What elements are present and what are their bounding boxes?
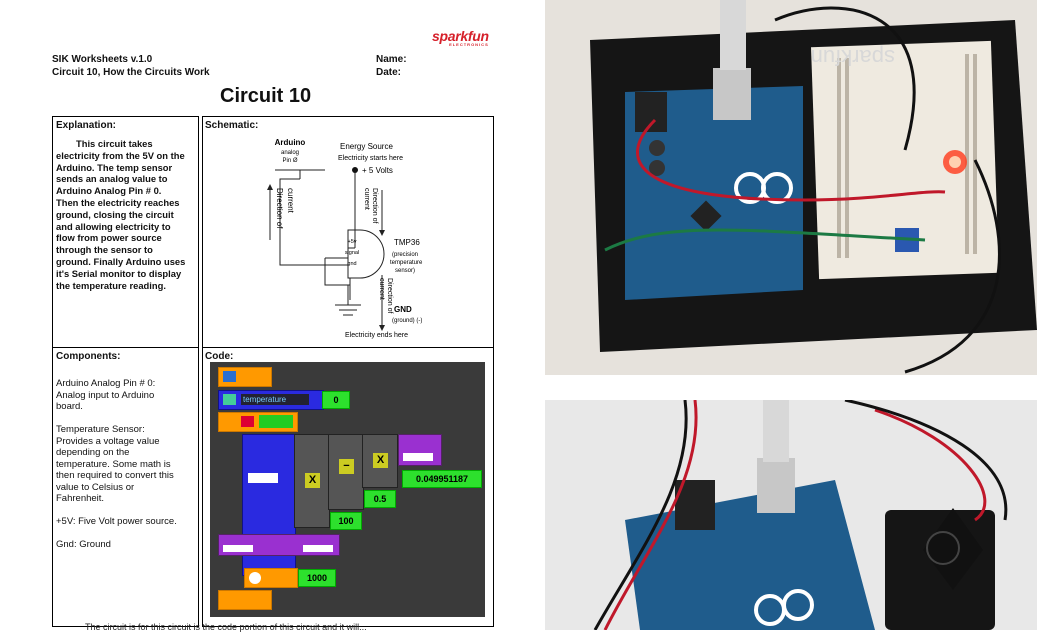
svg-text:current: current <box>363 188 370 210</box>
value-hundred[interactable]: 100 <box>330 512 362 530</box>
name-date-block: Name: Date: <box>376 53 407 79</box>
serial-print-block <box>218 534 340 556</box>
svg-text:temperature: temperature <box>390 260 423 266</box>
svg-text:sensor): sensor) <box>395 268 415 274</box>
svg-text:Electricity starts here: Electricity starts here <box>338 155 403 162</box>
svg-text:Direction of: Direction of <box>371 188 378 223</box>
date-label: Date: <box>376 67 402 78</box>
value-half[interactable]: 0.5 <box>364 490 396 508</box>
components-cell <box>52 347 199 627</box>
svg-text:Arduino: Arduino <box>275 138 306 147</box>
setup-block <box>218 367 272 387</box>
explanation-text: This circuit takes electricity from the … <box>56 138 186 291</box>
page-footer: The circuit is for this circuit is the c… <box>85 622 367 632</box>
worksheet-header: SIK Worksheets v.1.0 Circuit 10, How the… <box>52 53 210 79</box>
value-constant[interactable]: 0.049951187 <box>402 470 482 488</box>
schematic-diagram: Arduino analog Pin Ø Energy Source Elect… <box>267 138 423 339</box>
header-version: SIK Worksheets v.1.0 <box>52 54 153 65</box>
components-text: Arduino Analog Pin # 0: Analog input to … <box>56 378 177 550</box>
delay-block <box>244 568 298 588</box>
svg-text:analog: analog <box>281 150 299 156</box>
explanation-label: Explanation: <box>56 120 117 131</box>
svg-text:(ground) (-): (ground) (-) <box>392 318 422 324</box>
svg-text:Electricity ends here: Electricity ends here <box>345 332 408 339</box>
page-title: Circuit 10 <box>220 85 312 107</box>
svg-text:Direction of: Direction of <box>275 188 284 229</box>
svg-text:gnd: gnd <box>347 261 356 267</box>
svg-text:+ 5 Volts: + 5 Volts <box>362 166 393 175</box>
multiply-block-1: X <box>294 434 330 528</box>
var-name-field[interactable]: temperature <box>241 394 309 405</box>
svg-text:sparkfun: sparkfun <box>811 45 895 70</box>
svg-text:+5v: +5v <box>347 239 356 245</box>
worksheet-page: sparkfun ELECTRONICS SIK Worksheets v.1.… <box>52 28 494 632</box>
code-cell <box>202 347 494 627</box>
loop-end-block <box>218 590 272 610</box>
svg-text:signal: signal <box>345 250 359 256</box>
svg-text:Energy Source: Energy Source <box>340 142 393 151</box>
photo-arduino-breadboard: sparkfun <box>545 0 1037 375</box>
sparkfun-logo: sparkfun ELECTRONICS <box>432 28 489 47</box>
svg-text:Direction of: Direction of <box>386 278 393 313</box>
set-block <box>218 412 298 432</box>
analog-read-block <box>398 434 442 466</box>
svg-text:GND: GND <box>394 305 412 314</box>
header-subtitle: Circuit 10, How the Circuits Work <box>52 67 210 78</box>
value-thousand[interactable]: 1000 <box>298 569 336 587</box>
svg-text:(precision: (precision <box>392 252 418 258</box>
svg-text:TMP36: TMP36 <box>394 238 420 247</box>
name-label: Name: <box>376 54 407 65</box>
components-label: Components: <box>56 351 121 362</box>
code-label: Code: <box>205 351 234 362</box>
photo-arduino-servo <box>545 400 1037 630</box>
svg-text:current: current <box>286 188 295 214</box>
variable-block: temperature <box>218 390 324 410</box>
svg-text:Pin Ø: Pin Ø <box>282 158 297 164</box>
svg-text:current: current <box>378 278 385 300</box>
value-zero[interactable]: 0 <box>322 391 350 409</box>
code-canvas: temperature 0 X − X 0.049951187 0.5 100 <box>210 362 485 617</box>
multiply-block-2: X <box>362 434 398 488</box>
schematic-label: Schematic: <box>205 120 259 131</box>
subtract-block: − <box>328 434 364 510</box>
